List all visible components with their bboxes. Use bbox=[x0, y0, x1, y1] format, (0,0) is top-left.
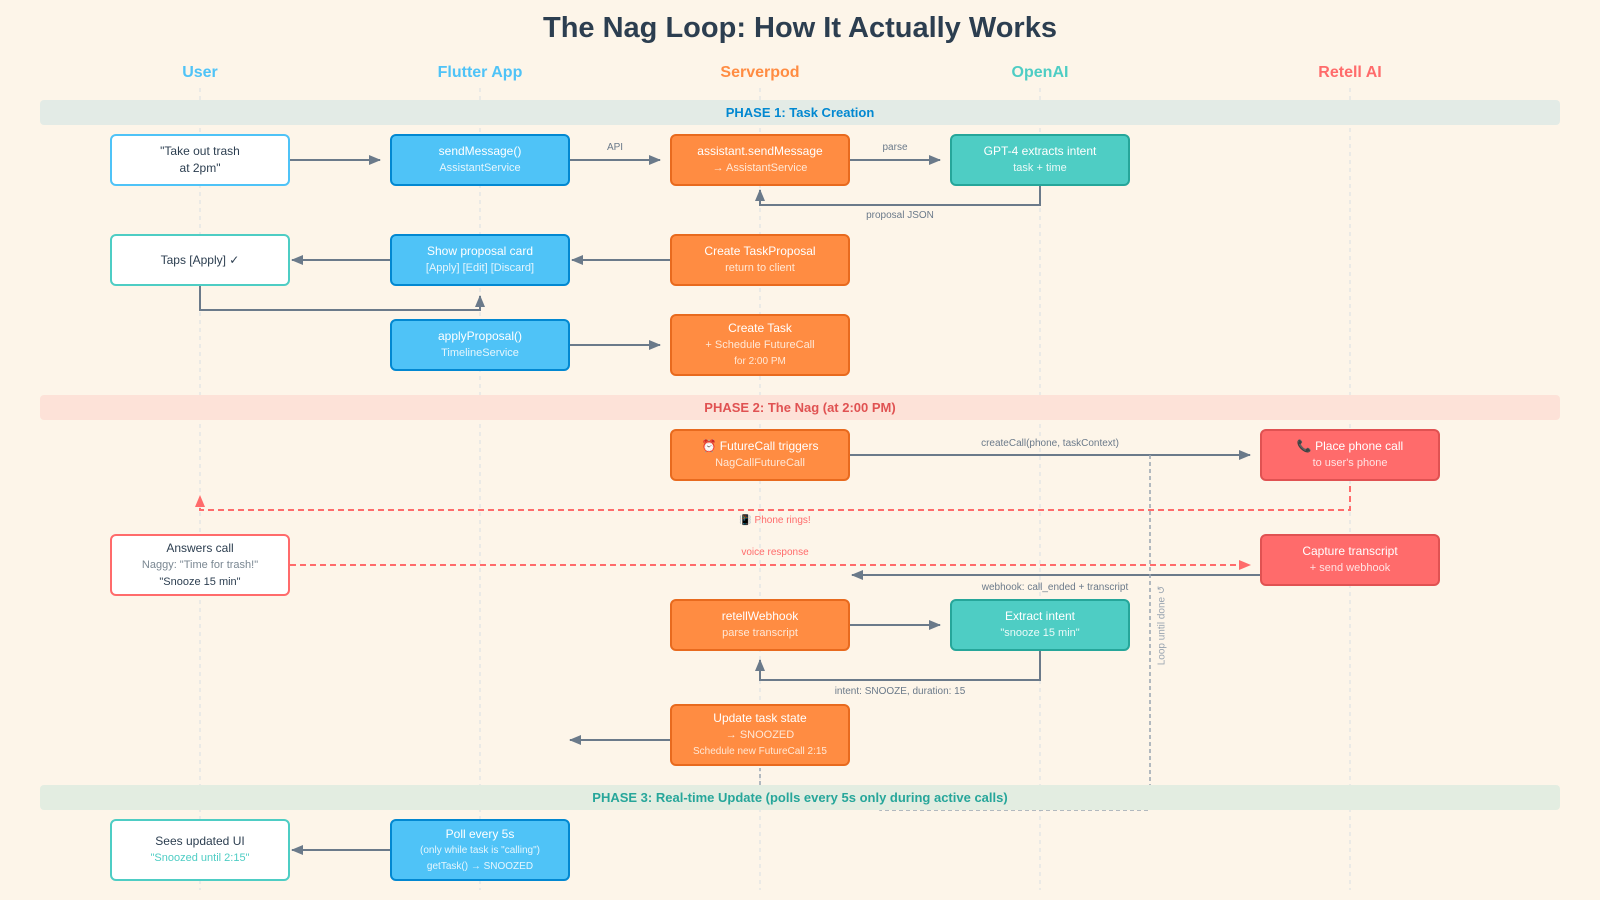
node-note: getTask() → SNOOZED bbox=[426, 860, 534, 872]
node-subtitle: (only while task is "calling") bbox=[420, 844, 540, 856]
edge-label-create-call: createCall(phone, taskContext) bbox=[981, 438, 1119, 449]
node-proposal-card: Show proposal card [Apply] [Edit] [Disca… bbox=[390, 234, 570, 286]
node-extract-intent: Extract intent "snooze 15 min" bbox=[950, 599, 1130, 651]
node-assistant-send: assistant.sendMessage → AssistantService bbox=[670, 134, 850, 186]
node-title: assistant.sendMessage bbox=[697, 144, 823, 158]
edge-label-webhook: webhook: call_ended + transcript bbox=[981, 582, 1129, 593]
node-subtitle: to user's phone bbox=[1312, 457, 1388, 469]
arrow-proposal-json bbox=[755, 186, 1041, 206]
node-send-message: sendMessage() AssistantService bbox=[390, 134, 570, 186]
node-note: for 2:00 PM bbox=[734, 356, 786, 367]
node-subtitle: → AssistantService bbox=[712, 162, 808, 174]
edge-label-voice-response: voice response bbox=[741, 547, 809, 558]
node-note: Schedule new FutureCall 2:15 bbox=[693, 746, 827, 757]
node-title: 📞 Place phone call bbox=[1296, 439, 1404, 453]
node-title: Extract intent bbox=[1004, 609, 1076, 623]
node-title: Taps [Apply] ✓ bbox=[160, 252, 240, 267]
node-text: "Take out trash bbox=[160, 144, 240, 158]
node-title: GPT-4 extracts intent bbox=[983, 144, 1097, 158]
node-subtitle: NagCallFutureCall bbox=[715, 457, 805, 469]
node-subtitle: AssistantService bbox=[439, 162, 521, 174]
node-subtitle: Naggy: "Time for trash!" bbox=[141, 558, 259, 571]
node-subtitle: return to client bbox=[725, 262, 795, 274]
node-subtitle: task + time bbox=[1013, 162, 1067, 174]
node-note: "Snooze 15 min" bbox=[159, 575, 241, 588]
lane-serverpod: Serverpod bbox=[720, 64, 800, 81]
phase-3-banner: PHASE 3: Real-time Update (polls every 5… bbox=[40, 785, 1560, 810]
node-title: Answers call bbox=[166, 540, 234, 555]
node-subtitle: + Schedule FutureCall bbox=[705, 339, 815, 351]
node-subtitle: [Apply] [Edit] [Discard] bbox=[425, 262, 535, 274]
node-place-call: 📞 Place phone call to user's phone bbox=[1260, 429, 1440, 481]
node-subtitle: TimelineService bbox=[441, 347, 519, 359]
node-retell-webhook: retellWebhook parse transcript bbox=[670, 599, 850, 651]
node-subtitle: → SNOOZED bbox=[725, 729, 795, 741]
node-update-state: Update task state → SNOOZED Schedule new… bbox=[670, 704, 850, 766]
node-futurecall: ⏰ FutureCall triggers NagCallFutureCall bbox=[670, 429, 850, 481]
node-text: at 2pm" bbox=[179, 161, 221, 175]
node-gpt-extract: GPT-4 extracts intent task + time bbox=[950, 134, 1130, 186]
edge-label-proposal-json: proposal JSON bbox=[866, 210, 934, 221]
arrow-apply-tap bbox=[199, 286, 485, 311]
edge-label-loop: Loop until done ↺ bbox=[1156, 585, 1168, 666]
lifelines bbox=[199, 88, 1351, 890]
node-title: Update task state bbox=[713, 711, 807, 725]
node-user-message: "Take out trash at 2pm" bbox=[110, 134, 290, 186]
node-title: ⏰ FutureCall triggers bbox=[701, 439, 819, 453]
edge-label-phone-rings: 📳 Phone rings! bbox=[739, 515, 811, 526]
node-create-proposal: Create TaskProposal return to client bbox=[670, 234, 850, 286]
node-title: Create TaskProposal bbox=[704, 244, 816, 258]
node-subtitle: + send webhook bbox=[1309, 562, 1391, 574]
node-title: sendMessage() bbox=[438, 144, 522, 158]
arrow-phone-rings bbox=[195, 486, 1351, 511]
diagram-title: The Nag Loop: How It Actually Works bbox=[543, 12, 1057, 44]
edge-label-api: API bbox=[606, 142, 624, 153]
phase-1-banner: PHASE 1: Task Creation bbox=[40, 100, 1560, 125]
arrow-intent-back bbox=[755, 651, 1041, 681]
lane-user: User bbox=[182, 64, 218, 81]
node-title: retellWebhook bbox=[721, 609, 799, 623]
node-subtitle: "Snoozed until 2:15" bbox=[150, 852, 250, 864]
node-title: Capture transcript bbox=[1302, 544, 1398, 558]
node-subtitle: parse transcript bbox=[722, 627, 798, 639]
node-capture-transcript: Capture transcript + send webhook bbox=[1260, 534, 1440, 586]
node-title: Sees updated UI bbox=[155, 834, 245, 848]
edge-label-intent: intent: SNOOZE, duration: 15 bbox=[834, 686, 966, 697]
lane-retell: Retell AI bbox=[1318, 64, 1382, 81]
node-sees-ui: Sees updated UI "Snoozed until 2:15" bbox=[110, 819, 290, 881]
lane-flutter: Flutter App bbox=[437, 64, 523, 81]
node-answers-call: Answers call Naggy: "Time for trash!" "S… bbox=[110, 534, 290, 596]
node-subtitle: "snooze 15 min" bbox=[1000, 627, 1080, 639]
node-create-task: Create Task + Schedule FutureCall for 2:… bbox=[670, 314, 850, 376]
phase-2-banner: PHASE 2: The Nag (at 2:00 PM) bbox=[40, 395, 1560, 420]
edge-label-parse: parse bbox=[882, 142, 908, 153]
node-poll: Poll every 5s (only while task is "calli… bbox=[390, 819, 570, 881]
lane-openai: OpenAI bbox=[1011, 64, 1069, 81]
node-taps-apply: Taps [Apply] ✓ bbox=[110, 234, 290, 286]
node-title: Show proposal card bbox=[426, 244, 534, 258]
node-apply-proposal: applyProposal() TimelineService bbox=[390, 319, 570, 371]
node-title: applyProposal() bbox=[437, 329, 523, 343]
node-title: Poll every 5s bbox=[445, 826, 515, 841]
node-title: Create Task bbox=[728, 321, 792, 335]
